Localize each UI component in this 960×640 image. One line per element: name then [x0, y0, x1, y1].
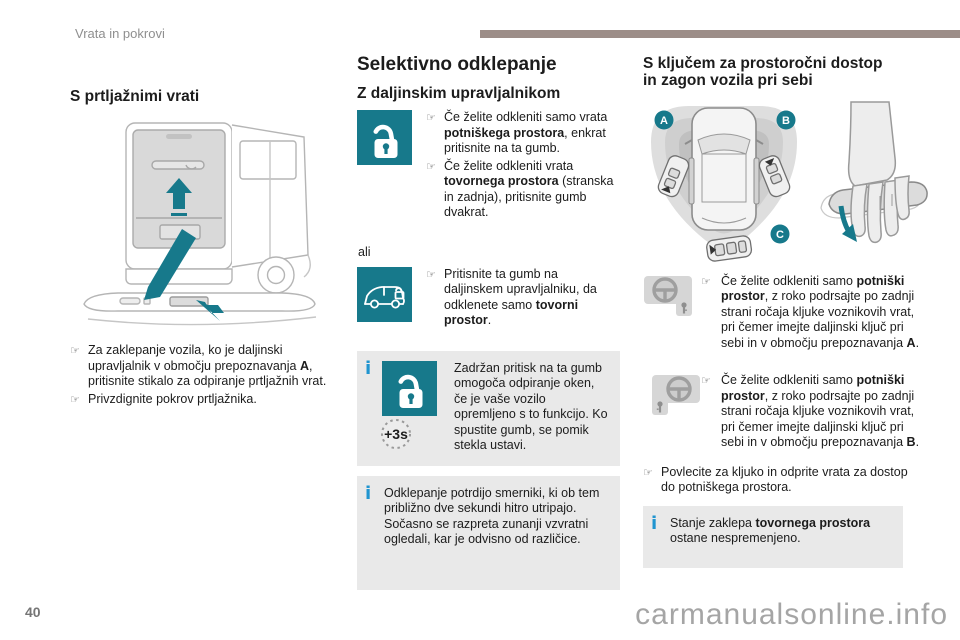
info-box-indicators: i Odklepanje potrdijo smerniki, ki ob te…	[357, 475, 620, 590]
pointer-icon: ☞	[701, 274, 711, 288]
tailgate-step-2: Privzdignite pokrov prtljažnika.	[88, 391, 257, 406]
info-icon: i	[651, 512, 658, 534]
list-item: ☞ Povlecite za kljuko in odprite vrata z…	[643, 465, 939, 496]
list-item: ☞ Če želite odkleniti samo vrata potnišk…	[426, 110, 616, 157]
pointer-icon: ☞	[70, 344, 80, 358]
info-hold-button-text: Zadržan pritisk na ta gumb omogoča odpir…	[454, 360, 608, 453]
pointer-icon: ☞	[701, 374, 711, 388]
tailgate-step-1: Za zaklepanje vozila, ko je daljinski up…	[88, 343, 327, 389]
remote-step-1: Če želite odkleniti samo vrata potniškeg…	[444, 110, 608, 156]
plus-3s-label: +3s	[384, 426, 408, 442]
info-icon: i	[365, 357, 372, 379]
unlock-icon	[397, 375, 422, 409]
keyless-title-line2: in zagon vozila pri sebi	[643, 72, 813, 90]
left-column: S prtljažnimi vrati	[70, 88, 338, 409]
cargo-unlock-button-tile	[357, 266, 412, 322]
hand-door-handle-illustration	[820, 100, 928, 243]
van-rear-illustration	[83, 122, 317, 326]
middle-column: Selektivno odklepanje Z daljinskim uprav…	[357, 54, 620, 590]
remote-step-2: Če želite odkleniti vrata tovornega pros…	[444, 158, 614, 220]
or-label: ali	[358, 244, 371, 259]
info-indicators-text: Odklepanje potrdijo smerniki, ki ob tem …	[384, 485, 600, 547]
zone-a-marker: A	[660, 115, 668, 127]
pointer-icon: ☞	[426, 159, 436, 173]
pointer-icon: ☞	[426, 111, 436, 125]
keyless-step-b: Če želite odkleniti samo potniški prosto…	[721, 373, 920, 450]
list-item: ☞ Pritisnite ta gumb na daljinskem uprav…	[426, 267, 616, 329]
section-title-keyless: S ključem za prostoročni dostop in zagon…	[643, 55, 939, 90]
list-item: ☞ Če želite odkleniti vrata tovornega pr…	[426, 159, 616, 221]
car-top-view	[684, 106, 764, 231]
keyless-zones-illustration: A B C	[651, 100, 928, 262]
steering-zone-a-icon	[644, 275, 692, 316]
keyless-step-open: Povlecite za kljuko in odprite vrata za …	[661, 464, 908, 495]
zone-c-marker: C	[776, 229, 784, 241]
car-cargo-unlock-icon	[363, 286, 405, 309]
zone-b-marker: B	[782, 115, 790, 127]
keyless-title-line1: S ključem za prostoročni dostop	[643, 55, 883, 72]
pointer-icon: ☞	[426, 267, 436, 281]
page-number: 40	[25, 604, 41, 620]
section-title-tailgate: S prtljažnimi vrati	[70, 88, 200, 105]
header-bar	[480, 30, 960, 38]
list-item: ☞ Za zaklepanje vozila, ko je daljinski …	[70, 343, 338, 390]
keyless-step-a: Če želite odkleniti samo potniški prosto…	[721, 273, 920, 350]
section-title-selective-unlock: Selektivno odklepanje	[357, 54, 557, 75]
list-item: ☞ Privzdignite pokrov prtljažnika.	[70, 392, 338, 408]
pointer-icon: ☞	[70, 392, 80, 406]
unlock-button-tile	[382, 360, 437, 416]
subsection-title-remote: Z daljinskim upravljalnikom	[357, 84, 561, 102]
plus-3s-clock-icon: +3s	[381, 418, 411, 449]
cargo-step: Pritisnite ta gumb na daljinskem upravlj…	[444, 266, 597, 328]
steering-zone-b-icon	[652, 375, 700, 416]
chapter-header: Vrata in pokrovi	[75, 26, 165, 41]
teal-arrows	[144, 178, 224, 322]
key-fob-icons	[657, 154, 791, 262]
info-icon: i	[365, 482, 372, 504]
watermark: carmanualsonline.info	[635, 598, 948, 631]
info-cargo-state-text: Stanje zaklepa tovornega prostora ostane…	[670, 515, 871, 546]
unlock-icon	[372, 124, 397, 158]
right-column: S ključem za prostoročni dostop in zagon…	[643, 55, 939, 568]
info-box-cargo-state: i Stanje zaklepa tovornega prostora osta…	[643, 505, 903, 568]
unlock-button-tile	[357, 110, 412, 166]
zone-markers: A B C	[654, 110, 796, 244]
pointer-icon: ☞	[643, 465, 653, 479]
info-box-hold-button: i +3s Zadržan pritisk na ta gumb omogoča…	[357, 350, 620, 466]
